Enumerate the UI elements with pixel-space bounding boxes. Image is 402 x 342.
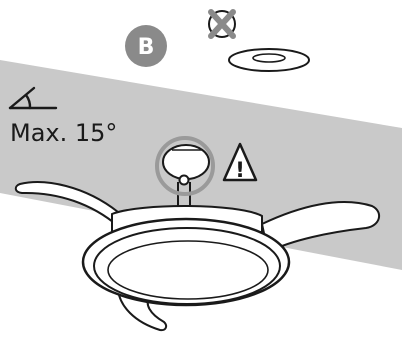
fan-blade-left bbox=[14, 181, 119, 229]
fan-blade-front bbox=[116, 288, 168, 332]
highlight-ring bbox=[155, 136, 215, 196]
hook-point bbox=[178, 174, 190, 186]
step-badge: B bbox=[125, 25, 167, 67]
step-badge-label: B bbox=[138, 35, 155, 60]
warning-symbol: ! bbox=[235, 158, 245, 182]
angle-icon bbox=[8, 86, 58, 110]
fan-blade-right bbox=[260, 201, 381, 254]
light-body bbox=[81, 217, 291, 307]
warning-triangle-icon: ! bbox=[222, 142, 258, 182]
x-circle-icon bbox=[208, 9, 236, 39]
angle-label: Max. 15° bbox=[10, 119, 117, 147]
ring-washer bbox=[228, 48, 310, 72]
